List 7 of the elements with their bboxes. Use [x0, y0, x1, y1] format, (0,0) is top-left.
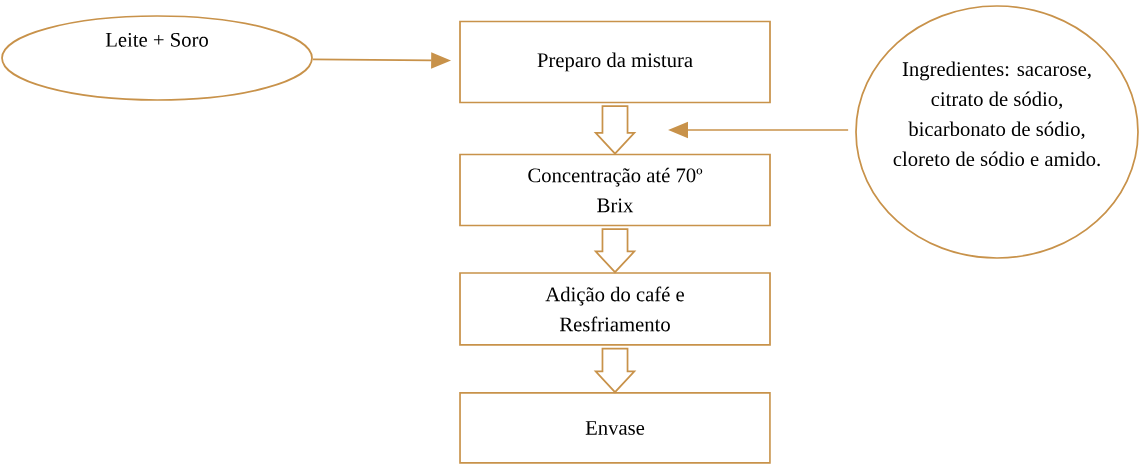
process-box: Concentração até 70º Brix: [459, 153, 771, 227]
block-arrow: [593, 347, 637, 394]
process-box: Adição do café e Resfriamento: [459, 272, 771, 346]
block-arrow: [593, 228, 637, 274]
process-box: Preparo da mistura: [459, 20, 771, 104]
process-box: Envase: [459, 392, 771, 464]
block-arrow: [593, 105, 637, 155]
